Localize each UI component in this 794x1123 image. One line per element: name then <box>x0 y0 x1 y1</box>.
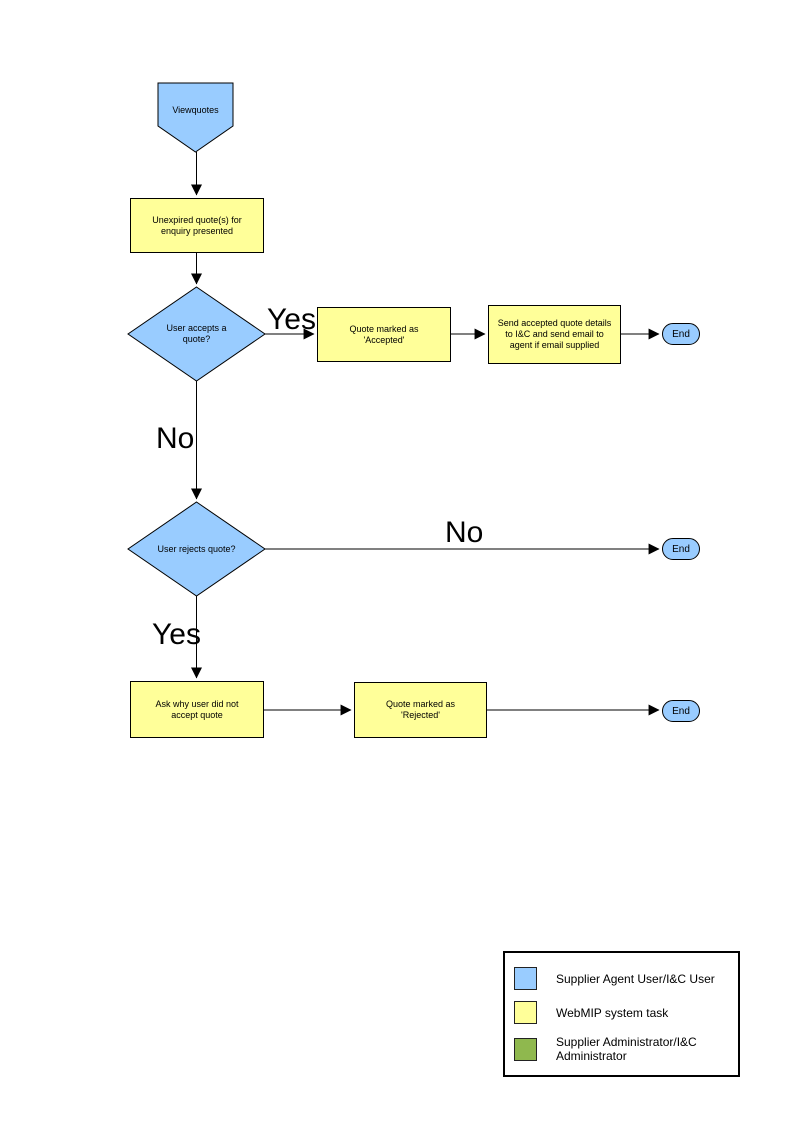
edge-label-accepts-no: No <box>156 422 195 455</box>
terminator-end-3: End <box>662 700 700 722</box>
legend-label: WebMIP system task <box>556 1005 669 1020</box>
start-node-label: Viewquotes <box>172 104 219 115</box>
process-quote-rejected: Quote marked as 'Rejected' <box>354 682 487 738</box>
decision-accepts-label: User accepts a quote? <box>166 323 227 344</box>
legend-swatch-blue <box>514 967 537 990</box>
legend-item-webmip-task: WebMIP system task <box>514 1001 738 1024</box>
process-unexpired-quotes: Unexpired quote(s) for enquiry presented <box>130 198 264 253</box>
process-send-details: Send accepted quote details to I&C and s… <box>488 305 621 364</box>
process-quote-accepted: Quote marked as 'Accepted' <box>317 307 451 362</box>
legend-swatch-yellow <box>514 1001 537 1024</box>
terminator-end-1: End <box>662 323 700 345</box>
process-ask-why: Ask why user did not accept quote <box>130 681 264 738</box>
edge-label-rejects-yes: Yes <box>152 618 201 651</box>
start-node-shape <box>157 82 234 153</box>
legend-item-supplier-admin: Supplier Administrator/I&C Administrator <box>514 1035 738 1063</box>
edge-label-accepts-yes: Yes <box>267 303 316 336</box>
legend: Supplier Agent User/I&C User WebMIP syst… <box>503 951 740 1077</box>
legend-label: Supplier Administrator/I&C Administrator <box>556 1035 697 1063</box>
legend-item-supplier-agent: Supplier Agent User/I&C User <box>514 967 738 990</box>
decision-rejects-label: User rejects quote? <box>157 543 236 554</box>
terminator-end-2: End <box>662 538 700 560</box>
legend-swatch-green <box>514 1037 537 1061</box>
legend-label: Supplier Agent User/I&C User <box>556 971 715 986</box>
edge-label-rejects-no: No <box>445 516 484 549</box>
